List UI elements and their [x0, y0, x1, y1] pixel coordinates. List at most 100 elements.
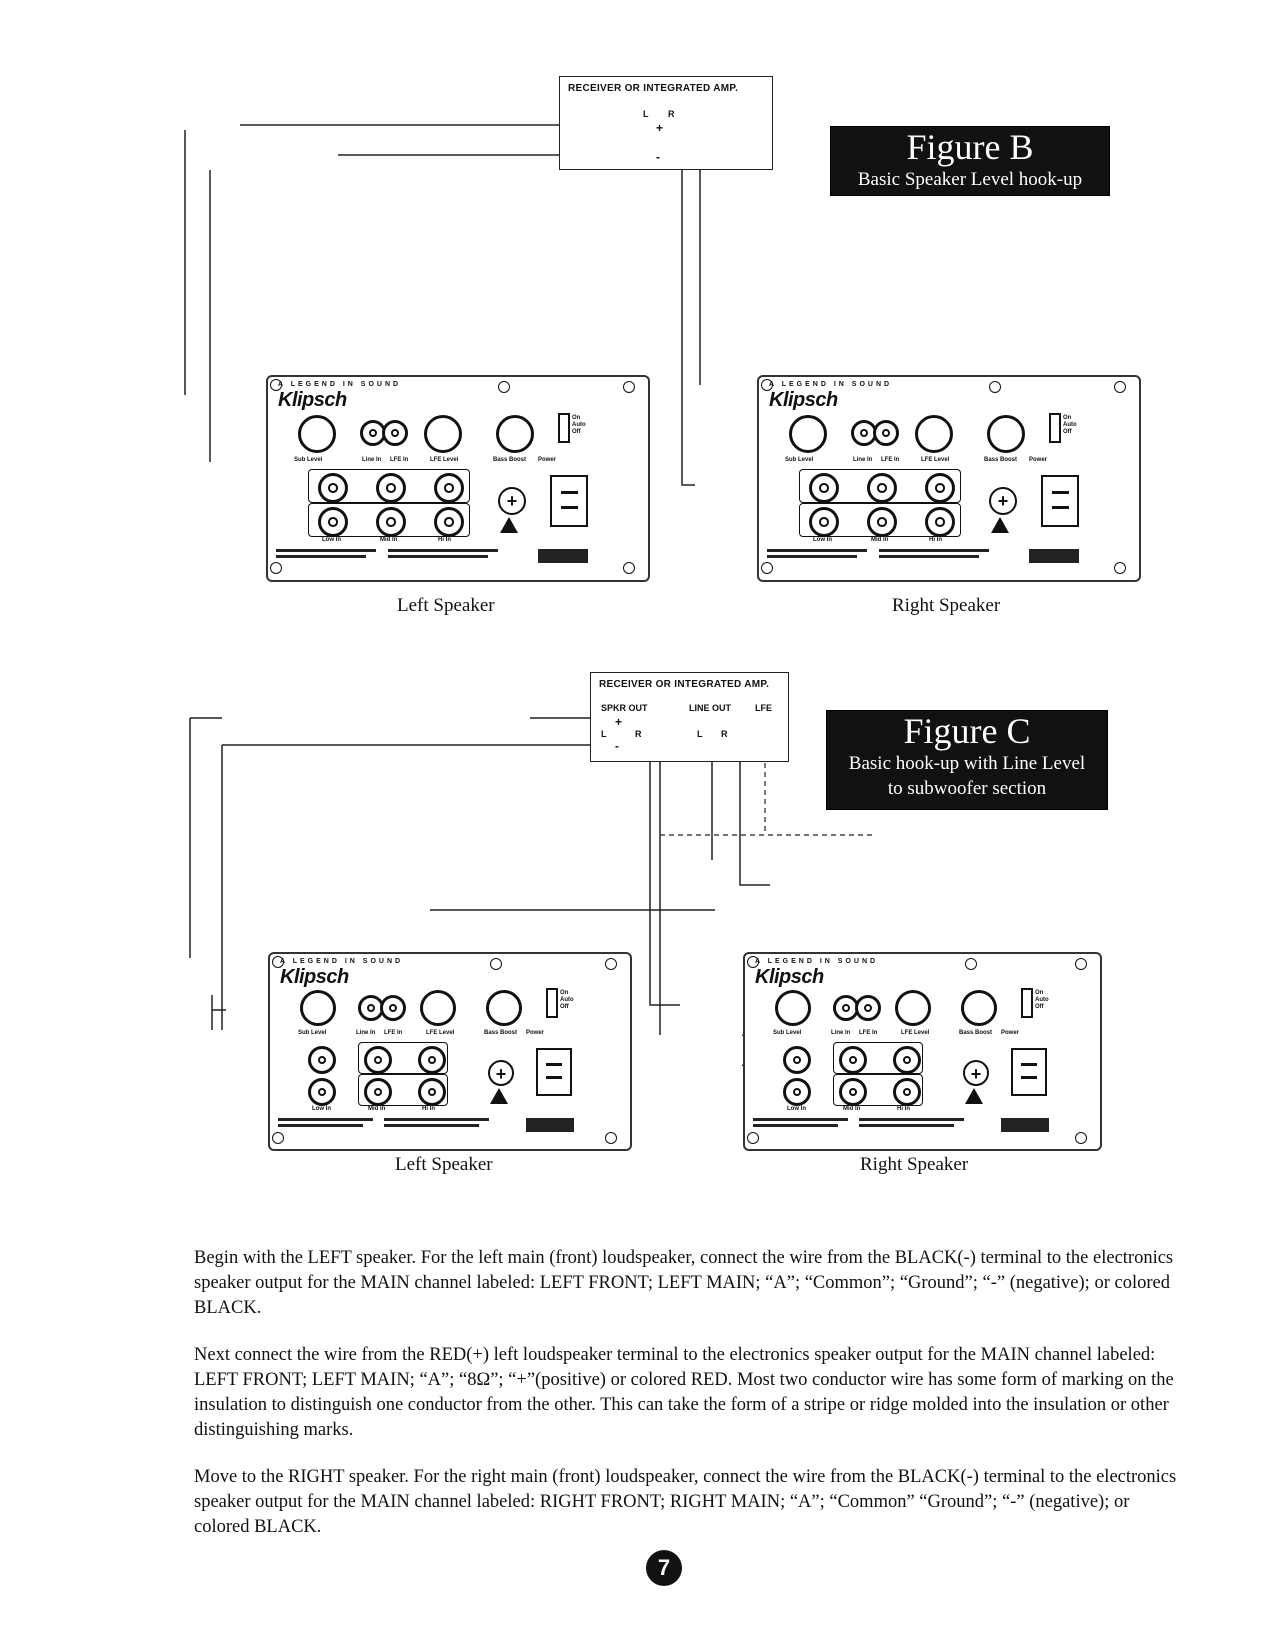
- lfe-in-label: LFE In: [390, 457, 409, 463]
- warning-text-block: [767, 555, 857, 558]
- terminal-mid-minus: [839, 1078, 867, 1106]
- line-in-jack: [851, 420, 877, 446]
- amp-right-label: R: [635, 729, 642, 739]
- warning-triangle-icon: [965, 1088, 983, 1104]
- screw-icon: [605, 958, 617, 970]
- sub-level-knob: [789, 415, 827, 453]
- off-label: Off: [560, 1004, 569, 1010]
- lfe-level-label: LFE Level: [430, 457, 459, 463]
- warning-label-icon: [526, 1118, 574, 1132]
- auto-label: Auto: [572, 422, 586, 428]
- power-inlet-icon: [536, 1048, 572, 1096]
- left-speaker-panel-b: A LEGEND IN SOUND Klipsch Sub Level Line…: [266, 375, 650, 582]
- fuse-icon: [989, 487, 1017, 515]
- sub-level-label: Sub Level: [785, 457, 814, 463]
- terminal-hi-plus: [418, 1046, 446, 1074]
- power-label: Power: [526, 1030, 545, 1036]
- sub-level-label: Sub Level: [294, 457, 323, 463]
- terminal-mid-plus: [364, 1046, 392, 1074]
- hi-in-label: Hi In: [438, 537, 451, 543]
- spkr-out-label: SPKR OUT: [601, 703, 648, 713]
- paragraph-right-black: Move to the RIGHT speaker. For the right…: [194, 1467, 1177, 1537]
- terminal-hi-minus: [434, 507, 464, 537]
- bass-boost-label: Bass Boost: [493, 457, 527, 463]
- on-label: On: [1035, 990, 1044, 996]
- screw-icon: [623, 562, 635, 574]
- fuse-icon: [498, 487, 526, 515]
- terminal-low-minus: [308, 1078, 336, 1106]
- screw-icon: [270, 379, 282, 391]
- line-in-label: Line In: [356, 1030, 376, 1036]
- terminal-low-plus: [783, 1046, 811, 1074]
- klipsch-logo: Klipsch: [755, 966, 824, 988]
- power-switch: [558, 413, 570, 443]
- lfe-out-label: LFE: [755, 703, 772, 713]
- fuse-icon: [488, 1060, 514, 1086]
- screw-icon: [272, 956, 284, 968]
- lfe-level-knob: [420, 990, 456, 1026]
- terminal-group-minus: [833, 1074, 923, 1106]
- lfe-in-jack: [382, 420, 408, 446]
- lfe-in-label: LFE In: [384, 1030, 403, 1036]
- caution-text-block: [388, 549, 498, 552]
- screw-icon: [490, 958, 502, 970]
- power-label: Power: [538, 457, 557, 463]
- terminal-group-plus: [833, 1042, 923, 1074]
- mid-in-label: Mid In: [843, 1106, 861, 1112]
- lfe-in-label: LFE In: [881, 457, 900, 463]
- legend-text: A LEGEND IN SOUND: [755, 958, 879, 965]
- bass-boost-knob: [486, 990, 522, 1026]
- warning-text-block: [767, 549, 867, 552]
- paragraph-left-black: Begin with the LEFT speaker. For the lef…: [194, 1248, 1174, 1318]
- right-speaker-panel-c: A LEGEND IN SOUND Klipsch Sub Level Line…: [743, 952, 1102, 1151]
- power-inlet-icon: [550, 475, 588, 527]
- line-out-label: LINE OUT: [689, 703, 731, 713]
- power-label: Power: [1001, 1030, 1020, 1036]
- warning-triangle-icon: [500, 517, 518, 533]
- warning-text-block: [276, 555, 366, 558]
- bass-boost-knob: [961, 990, 997, 1026]
- lfe-level-label: LFE Level: [901, 1030, 930, 1036]
- screw-icon: [605, 1132, 617, 1144]
- lfe-level-knob: [895, 990, 931, 1026]
- sub-level-label: Sub Level: [773, 1030, 802, 1036]
- figure-b-title-box: Figure B Basic Speaker Level hook-up: [830, 126, 1110, 196]
- caution-text-block: [859, 1118, 964, 1121]
- figure-subtitle-line1: Basic hook-up with Line Level: [848, 753, 1086, 774]
- sub-level-knob: [298, 415, 336, 453]
- terminal-mid-plus: [867, 473, 897, 503]
- amp-plus-label: +: [656, 121, 664, 135]
- power-inlet-icon: [1011, 1048, 1047, 1096]
- terminal-hi-minus: [925, 507, 955, 537]
- screw-icon: [1114, 381, 1126, 393]
- screw-icon: [270, 562, 282, 574]
- lfe-level-knob: [915, 415, 953, 453]
- terminal-hi-plus: [434, 473, 464, 503]
- amp-minus-label: -: [615, 739, 619, 753]
- klipsch-logo: Klipsch: [769, 389, 838, 411]
- warning-triangle-icon: [991, 517, 1009, 533]
- low-in-label: Low In: [312, 1106, 331, 1112]
- lfe-level-label: LFE Level: [921, 457, 950, 463]
- warning-text-block: [753, 1124, 838, 1127]
- legend-text: A LEGEND IN SOUND: [769, 381, 893, 388]
- lfe-in-jack: [380, 995, 406, 1021]
- left-speaker-caption-c: Left Speaker: [395, 1154, 493, 1175]
- power-switch: [1049, 413, 1061, 443]
- low-in-label: Low In: [787, 1106, 806, 1112]
- terminal-group-minus: [799, 503, 961, 537]
- bass-boost-knob: [496, 415, 534, 453]
- screw-icon: [498, 381, 510, 393]
- power-switch: [1021, 988, 1033, 1018]
- warning-text-block: [278, 1118, 373, 1121]
- warning-text-block: [276, 549, 376, 552]
- caution-text-block: [384, 1124, 479, 1127]
- line-out-right-label: R: [721, 729, 728, 739]
- on-label: On: [560, 990, 569, 996]
- warning-label-icon: [538, 549, 588, 563]
- mid-in-label: Mid In: [380, 537, 398, 543]
- screw-icon: [965, 958, 977, 970]
- right-speaker-panel-b: A LEGEND IN SOUND Klipsch Sub Level Line…: [757, 375, 1141, 582]
- terminal-group-plus: [308, 469, 470, 503]
- amp-title: RECEIVER OR INTEGRATED AMP.: [568, 83, 739, 94]
